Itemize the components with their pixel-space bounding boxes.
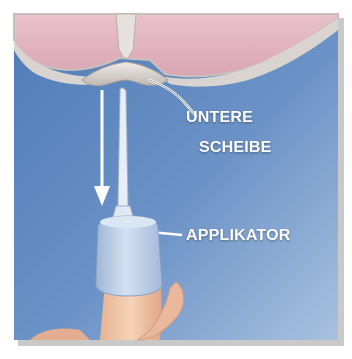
label-lower-disc-line1: UNTERE <box>186 107 253 128</box>
panel-shadow-right <box>338 18 344 344</box>
applicator-rod <box>118 88 128 206</box>
sleeve-top <box>100 216 156 228</box>
panel-shadow-bottom <box>18 340 344 346</box>
label-applicator: APPLIKATOR <box>186 225 291 246</box>
applicator-sleeve <box>96 216 162 296</box>
label-lower-disc-line2: SCHEIBE <box>199 137 272 158</box>
